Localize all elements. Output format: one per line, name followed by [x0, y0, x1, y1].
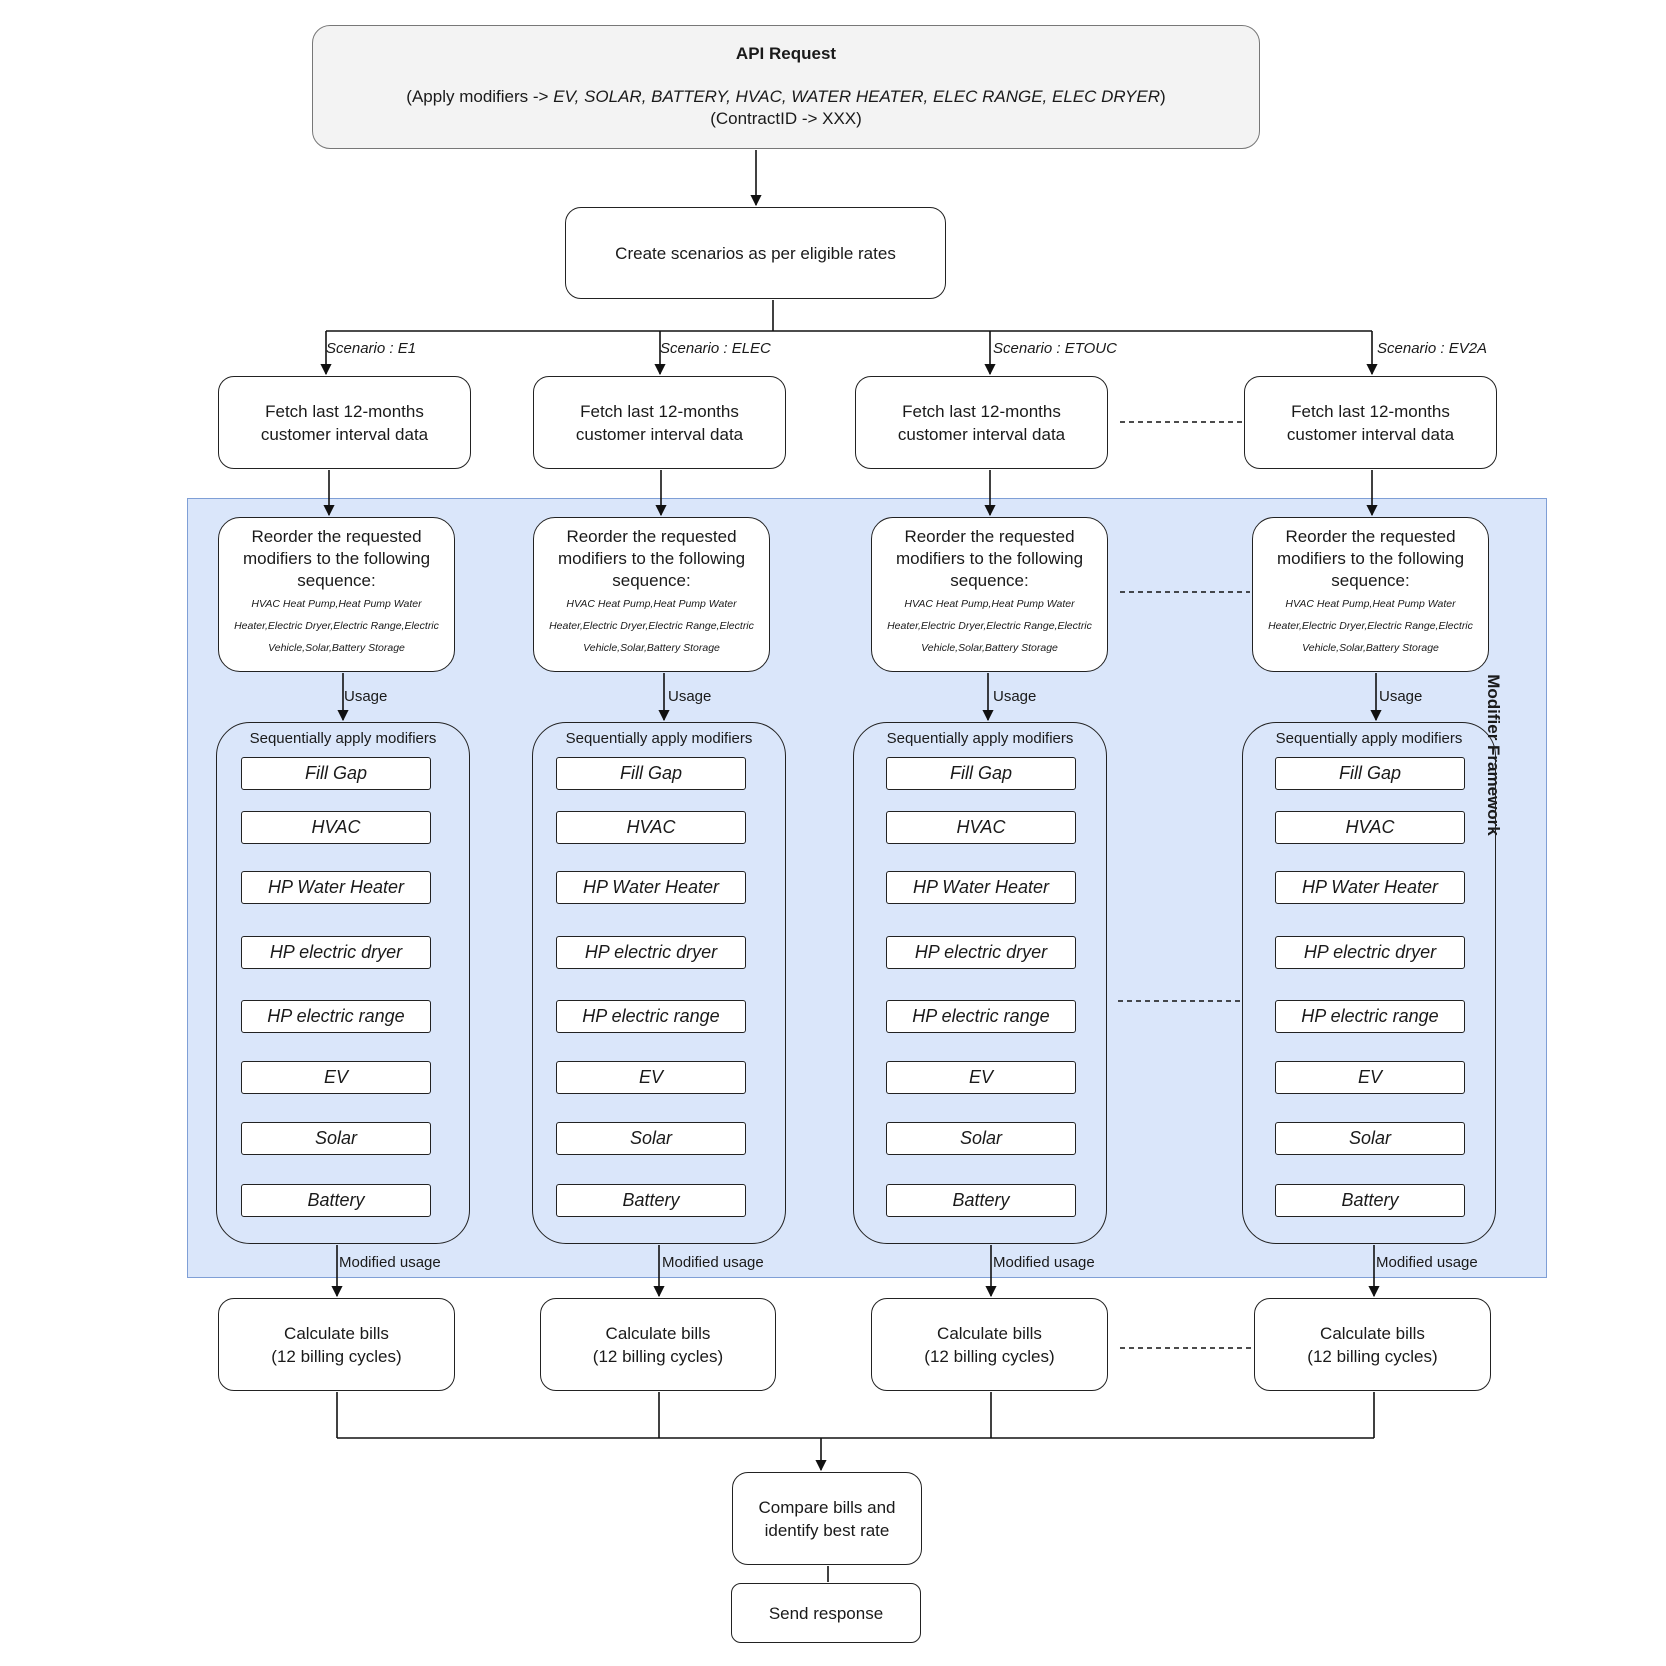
modifier-solar: Solar	[556, 1122, 746, 1155]
modifier-fill-gap: Fill Gap	[886, 757, 1076, 790]
api-request-contract-line: (ContractID -> XXX)	[710, 109, 862, 128]
fetch-line-1: Fetch last 12-months	[580, 401, 739, 421]
reorder-sequence: HVAC Heat Pump,Heat Pump Water Heater,El…	[549, 598, 754, 654]
modifier-fill-gap: Fill Gap	[1275, 757, 1465, 790]
modified-usage-edge-label: Modified usage	[339, 1254, 441, 1271]
modifier-hp-water-heater: HP Water Heater	[556, 871, 746, 904]
reorder-modifiers-box: Reorder the requested modifiers to the f…	[871, 517, 1108, 672]
fetch-interval-data-box: Fetch last 12-months customer interval da…	[1244, 376, 1497, 469]
sequential-apply-title: Sequentially apply modifiers	[249, 730, 437, 747]
api-request-title: API Request	[735, 44, 837, 63]
send-response-box: Send response	[731, 1583, 921, 1643]
modifier-ev: EV	[241, 1061, 431, 1094]
modified-usage-edge-label: Modified usage	[1376, 1254, 1478, 1271]
calculate-bills-box: Calculate bills (12 billing cycles)	[540, 1298, 776, 1391]
modifier-hp-water-heater: HP Water Heater	[1275, 871, 1465, 904]
modifier-solar: Solar	[1275, 1122, 1465, 1155]
fetch-line-2: customer interval data	[1286, 424, 1455, 444]
modifier-fill-gap: Fill Gap	[556, 757, 746, 790]
reorder-sequence: HVAC Heat Pump,Heat Pump Water Heater,El…	[887, 598, 1092, 654]
compare-bills-box: Compare bills and identify best rate	[732, 1472, 922, 1565]
reorder-title: Reorder the requested modifiers to the f…	[895, 527, 1084, 590]
sequential-apply-box: Sequentially apply modifiers	[216, 722, 470, 1244]
scenario-label: Scenario : ETOUC	[993, 340, 1117, 357]
fetch-line-1: Fetch last 12-months	[1291, 401, 1450, 421]
fetch-line-1: Fetch last 12-months	[902, 401, 1061, 421]
modifier-hvac: HVAC	[1275, 811, 1465, 844]
calculate-line-2: (12 billing cycles)	[592, 1346, 724, 1366]
scenario-label: Scenario : E1	[326, 340, 417, 357]
modifier-ev: EV	[556, 1061, 746, 1094]
sequential-apply-title: Sequentially apply modifiers	[1275, 730, 1463, 747]
reorder-sequence: HVAC Heat Pump,Heat Pump Water Heater,El…	[234, 598, 439, 654]
reorder-modifiers-box: Reorder the requested modifiers to the f…	[1252, 517, 1489, 672]
sequential-apply-title: Sequentially apply modifiers	[565, 730, 753, 747]
modifier-hp-electric-range: HP electric range	[886, 1000, 1076, 1033]
reorder-sequence: HVAC Heat Pump,Heat Pump Water Heater,El…	[1268, 598, 1473, 654]
modifier-hp-electric-range: HP electric range	[1275, 1000, 1465, 1033]
modifier-hp-electric-range: HP electric range	[241, 1000, 431, 1033]
modifier-battery: Battery	[241, 1184, 431, 1217]
modifier-hvac: HVAC	[886, 811, 1076, 844]
modifier-hvac: HVAC	[241, 811, 431, 844]
modifier-hp-electric-dryer: HP electric dryer	[556, 936, 746, 969]
calculate-line-2: (12 billing cycles)	[271, 1346, 402, 1366]
fetch-interval-data-box: Fetch last 12-months customer interval da…	[855, 376, 1108, 469]
modified-usage-edge-label: Modified usage	[993, 1254, 1095, 1271]
reorder-modifiers-box: Reorder the requested modifiers to the f…	[533, 517, 770, 672]
scenario-label: Scenario : EV2A	[1377, 340, 1488, 357]
reorder-modifiers-box: Reorder the requested modifiers to the f…	[218, 517, 455, 672]
api-request-box: API Request (Apply modifiers -> EV, SOLA…	[312, 25, 1260, 149]
reorder-title: Reorder the requested modifiers to the f…	[242, 527, 431, 590]
calculate-line-1: Calculate bills	[605, 1323, 711, 1343]
modified-usage-edge-label: Modified usage	[662, 1254, 764, 1271]
modifier-solar: Solar	[241, 1122, 431, 1155]
modifier-hp-electric-dryer: HP electric dryer	[1275, 936, 1465, 969]
fetch-line-2: customer interval data	[260, 424, 429, 444]
calculate-bills-box: Calculate bills (12 billing cycles)	[1254, 1298, 1491, 1391]
api-request-modifiers-line: (Apply modifiers -> EV, SOLAR, BATTERY, …	[406, 87, 1166, 106]
reorder-title: Reorder the requested modifiers to the f…	[1276, 527, 1465, 590]
modifier-ev: EV	[1275, 1061, 1465, 1094]
modifier-ev: EV	[886, 1061, 1076, 1094]
fetch-interval-data-box: Fetch last 12-months customer interval da…	[218, 376, 471, 469]
sequential-apply-box: Sequentially apply modifiers	[1242, 722, 1496, 1244]
sequential-apply-title: Sequentially apply modifiers	[886, 730, 1074, 747]
usage-edge-label: Usage	[993, 688, 1037, 705]
fetch-line-2: customer interval data	[575, 424, 744, 444]
calculate-line-2: (12 billing cycles)	[924, 1346, 1055, 1366]
scenario-label: Scenario : ELEC	[660, 340, 771, 357]
reorder-title: Reorder the requested modifiers to the f…	[557, 527, 746, 590]
usage-edge-label: Usage	[668, 688, 712, 705]
modifier-fill-gap: Fill Gap	[241, 757, 431, 790]
fetch-line-1: Fetch last 12-months	[265, 401, 424, 421]
usage-edge-label: Usage	[344, 688, 388, 705]
modifier-solar: Solar	[886, 1122, 1076, 1155]
modifier-battery: Battery	[556, 1184, 746, 1217]
modifier-hp-electric-dryer: HP electric dryer	[886, 936, 1076, 969]
modifier-hp-electric-range: HP electric range	[556, 1000, 746, 1033]
calculate-line-1: Calculate bills	[1320, 1323, 1425, 1343]
sequential-apply-box: Sequentially apply modifiers	[532, 722, 786, 1244]
fetch-line-2: customer interval data	[897, 424, 1066, 444]
modifier-battery: Battery	[886, 1184, 1076, 1217]
calculate-bills-box: Calculate bills (12 billing cycles)	[218, 1298, 455, 1391]
fetch-interval-data-box: Fetch last 12-months customer interval da…	[533, 376, 786, 469]
create-scenarios-box: Create scenarios as per eligible rates	[565, 207, 946, 299]
modifier-hp-water-heater: HP Water Heater	[241, 871, 431, 904]
calculate-line-1: Calculate bills	[937, 1323, 1042, 1343]
calculate-bills-box: Calculate bills (12 billing cycles)	[871, 1298, 1108, 1391]
modifier-hp-water-heater: HP Water Heater	[886, 871, 1076, 904]
sequential-apply-box: Sequentially apply modifiers	[853, 722, 1107, 1244]
usage-edge-label: Usage	[1379, 688, 1423, 705]
modifier-hp-electric-dryer: HP electric dryer	[241, 936, 431, 969]
modifier-hvac: HVAC	[556, 811, 746, 844]
calculate-line-1: Calculate bills	[284, 1323, 389, 1343]
calculate-line-2: (12 billing cycles)	[1307, 1346, 1438, 1366]
modifier-battery: Battery	[1275, 1184, 1465, 1217]
